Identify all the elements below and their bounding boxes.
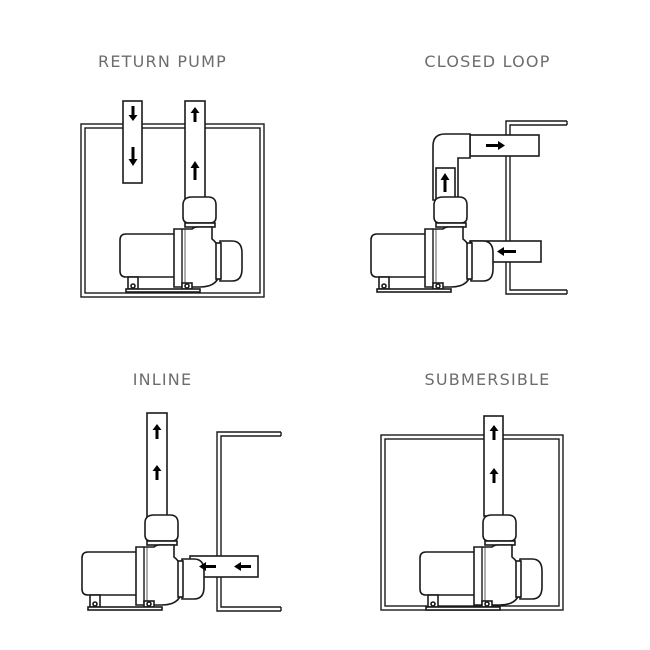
- arrow-up-icon: [489, 468, 499, 483]
- foot-bolt: [184, 283, 190, 289]
- arrow-left-icon: [497, 247, 516, 256]
- submersible-diagram: [380, 415, 564, 611]
- intake-cap: [519, 558, 543, 600]
- foot-bolt: [381, 283, 387, 289]
- arrow-up-icon: [152, 424, 162, 439]
- arrow-up-icon: [190, 161, 200, 180]
- pump: [119, 196, 243, 293]
- arrow-up-icon: [489, 425, 499, 440]
- intake-cap: [181, 558, 205, 600]
- volute-housing: [173, 226, 221, 288]
- pump-base: [376, 288, 452, 293]
- motor-body: [119, 233, 179, 278]
- pump-base: [87, 606, 163, 611]
- arrow-down-icon: [128, 106, 138, 121]
- inline-diagram: [81, 412, 282, 612]
- pump-base: [125, 288, 201, 293]
- foot-bolt: [146, 601, 152, 607]
- arrow-up-icon: [190, 107, 200, 122]
- pump: [81, 514, 205, 611]
- panel-closed-loop: CLOSED LOOP: [325, 0, 650, 325]
- intake-cap: [470, 240, 494, 282]
- intake-ring: [177, 560, 184, 598]
- closed-loop-diagram: [370, 120, 568, 295]
- intake-ring: [215, 242, 222, 280]
- arrow-up-icon: [152, 465, 162, 480]
- discharge-union: [182, 196, 217, 224]
- foot-bolt: [92, 601, 98, 607]
- foot-bolt: [435, 283, 441, 289]
- flow-arrows: [128, 106, 200, 180]
- volute-housing: [424, 226, 472, 288]
- motor-body: [370, 233, 430, 278]
- pump: [419, 514, 543, 611]
- foot-bolt: [430, 601, 436, 607]
- arrow-up-icon: [440, 173, 450, 192]
- foot-bolt: [484, 601, 490, 607]
- arrow-left-icon: [234, 562, 251, 571]
- panel-submersible: SUBMERSIBLE: [325, 318, 650, 643]
- panel-title: CLOSED LOOP: [424, 52, 551, 71]
- intake-ring: [466, 242, 473, 280]
- motor-body: [81, 551, 141, 596]
- pump: [370, 196, 494, 293]
- volute-housing: [473, 544, 521, 606]
- panel-return-pump: RETURN PUMP: [0, 0, 325, 325]
- intake-cap: [219, 240, 243, 282]
- discharge-union: [433, 196, 468, 224]
- arrow-right-icon: [486, 141, 505, 150]
- discharge-union: [144, 514, 179, 542]
- arrow-down-icon: [128, 147, 138, 166]
- intake-ring: [515, 560, 522, 598]
- return-pump-diagram: [80, 100, 265, 298]
- flow-arrows: [152, 424, 251, 571]
- flow-arrows: [440, 141, 516, 256]
- drain-pipe: [122, 100, 143, 184]
- discharge-union: [482, 514, 517, 542]
- pump-base: [425, 606, 501, 611]
- flow-arrows: [489, 425, 499, 483]
- tank-wall: [216, 431, 282, 612]
- foot-bolt: [130, 283, 136, 289]
- motor-body: [419, 551, 479, 596]
- panel-title: SUBMERSIBLE: [424, 370, 551, 389]
- volute-housing: [135, 544, 183, 606]
- panel-inline: INLINE: [0, 318, 325, 643]
- sump-tank: [80, 123, 265, 298]
- tank-wall: [505, 120, 568, 295]
- panel-title: RETURN PUMP: [98, 52, 227, 71]
- panel-title: INLINE: [132, 370, 193, 389]
- arrow-left-icon: [199, 562, 216, 571]
